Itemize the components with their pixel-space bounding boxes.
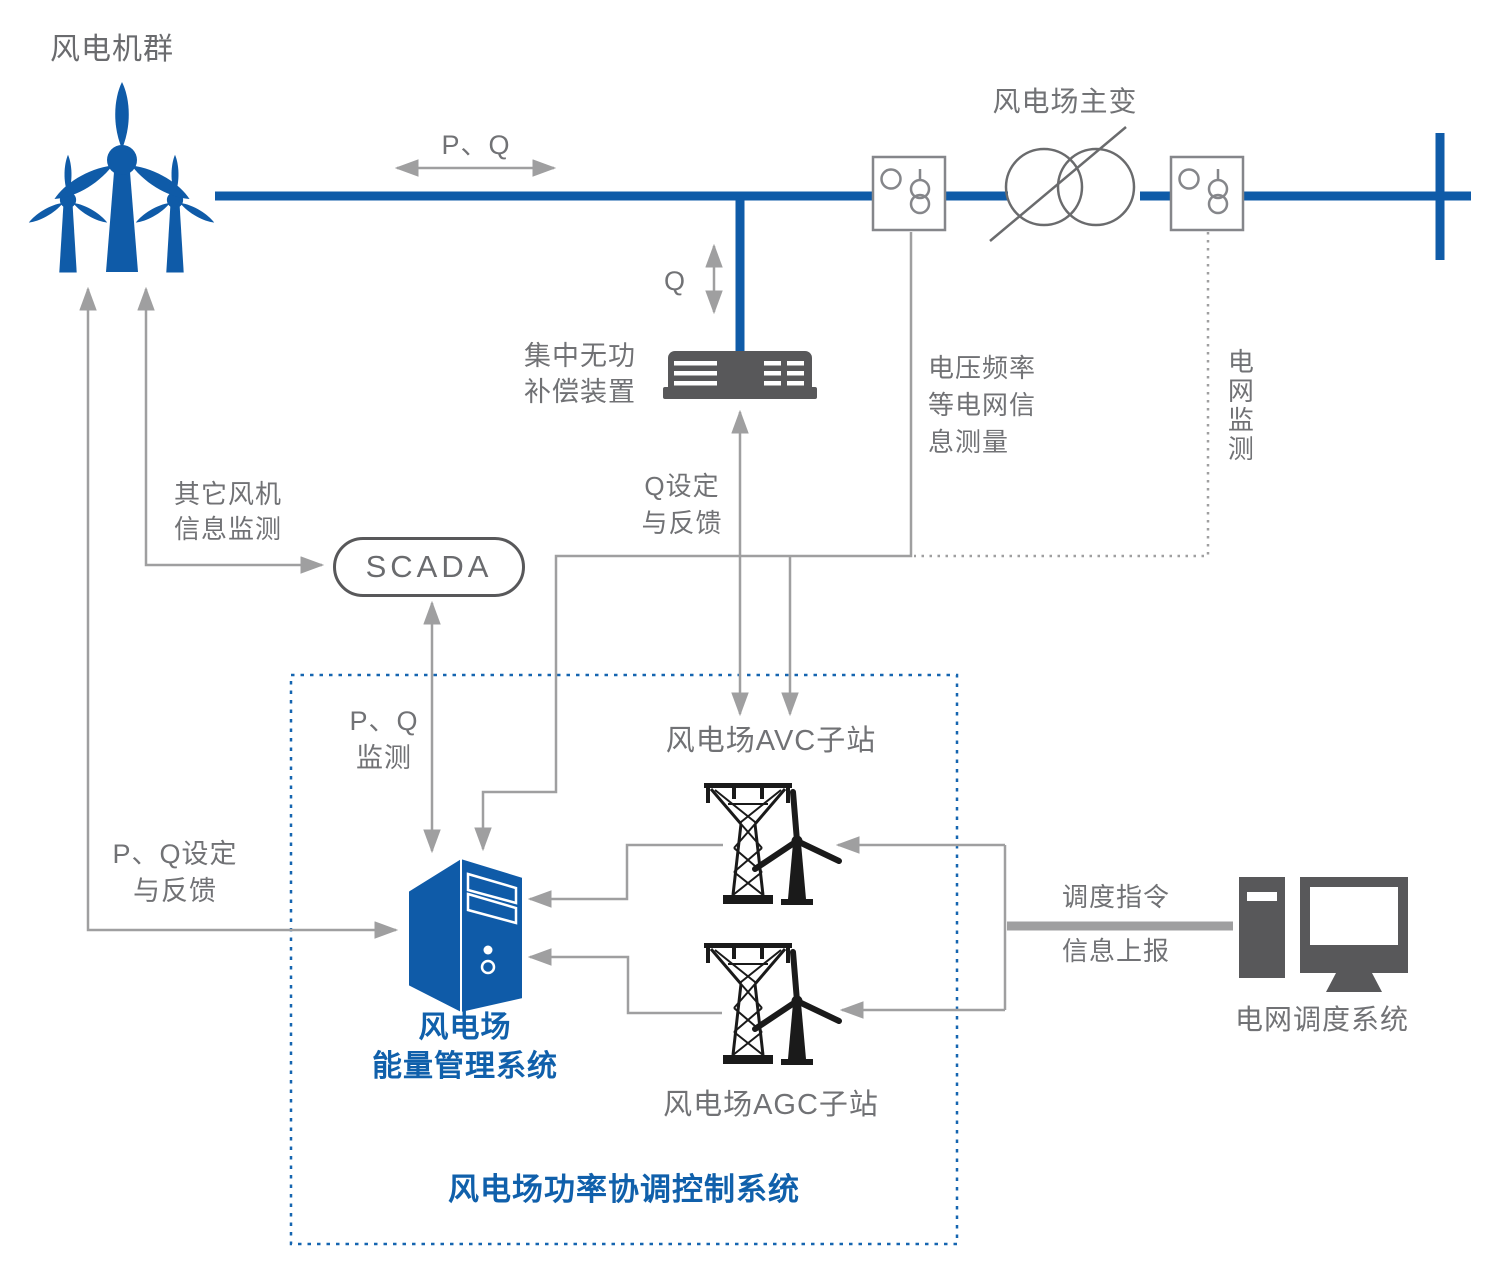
line-turbines-ems — [79, 286, 399, 939]
transformer-icon — [989, 126, 1136, 242]
scada-node: SCADA — [333, 537, 525, 597]
pq-flow-label: P、Q — [441, 130, 511, 160]
line-avc-ems — [527, 843, 723, 908]
connector-lines — [79, 159, 1210, 1019]
wind-cluster-label: 风电机群 — [50, 33, 174, 66]
measurement-box-icon-right — [1169, 155, 1245, 232]
voltage-freq-measure-label: 电压频率 等电网信 息测量 — [928, 353, 1037, 457]
wind-turbine-cluster-icon — [28, 82, 215, 273]
pq-monitor-label: P、Q 监测 — [349, 706, 419, 773]
dispatch-system-label: 电网调度系统 — [1234, 1004, 1409, 1035]
other-turbine-monitor-label: 其它风机 信息监测 — [173, 479, 282, 544]
measurement-box-icon-left — [871, 155, 947, 232]
main-transformer-label: 风电场主变 — [992, 86, 1138, 117]
agc-substation-label: 风电场AGC子站 — [663, 1089, 879, 1121]
grid-monitor-label: 电网监测 — [1224, 348, 1255, 464]
ems-label: 风电场 能量管理系统 — [372, 1011, 558, 1083]
info-report-label: 信息上报 — [1062, 936, 1171, 966]
compensation-device-label: 集中无功 补偿装置 — [524, 341, 636, 407]
line-grid-monitor-dotted — [914, 232, 1210, 558]
dispatch-command-label: 调度指令 — [1062, 882, 1171, 912]
avc-substation-label: 风电场AVC子站 — [665, 725, 877, 757]
agc-pylon-icon — [704, 943, 839, 1065]
avc-pylon-icon — [704, 783, 839, 905]
ems-server-icon — [407, 856, 524, 1015]
coordination-system-label: 风电场功率协调控制系统 — [448, 1172, 800, 1207]
pq-set-feedback-label: P、Q设定 与反馈 — [112, 839, 238, 906]
line-agc-ems — [527, 948, 722, 1015]
scada-label: SCADA — [365, 549, 493, 584]
power-bus — [215, 133, 1471, 352]
q-flow-label: Q — [664, 266, 687, 296]
q-set-feedback-label: Q设定 与反馈 — [641, 471, 723, 538]
line-measurement-ems — [474, 232, 913, 852]
coordination-system-dashed-box — [289, 673, 959, 1246]
line-turbines-scada — [137, 286, 325, 574]
compensation-device-icon — [663, 351, 817, 399]
dispatch-computer-icon — [1239, 877, 1408, 992]
